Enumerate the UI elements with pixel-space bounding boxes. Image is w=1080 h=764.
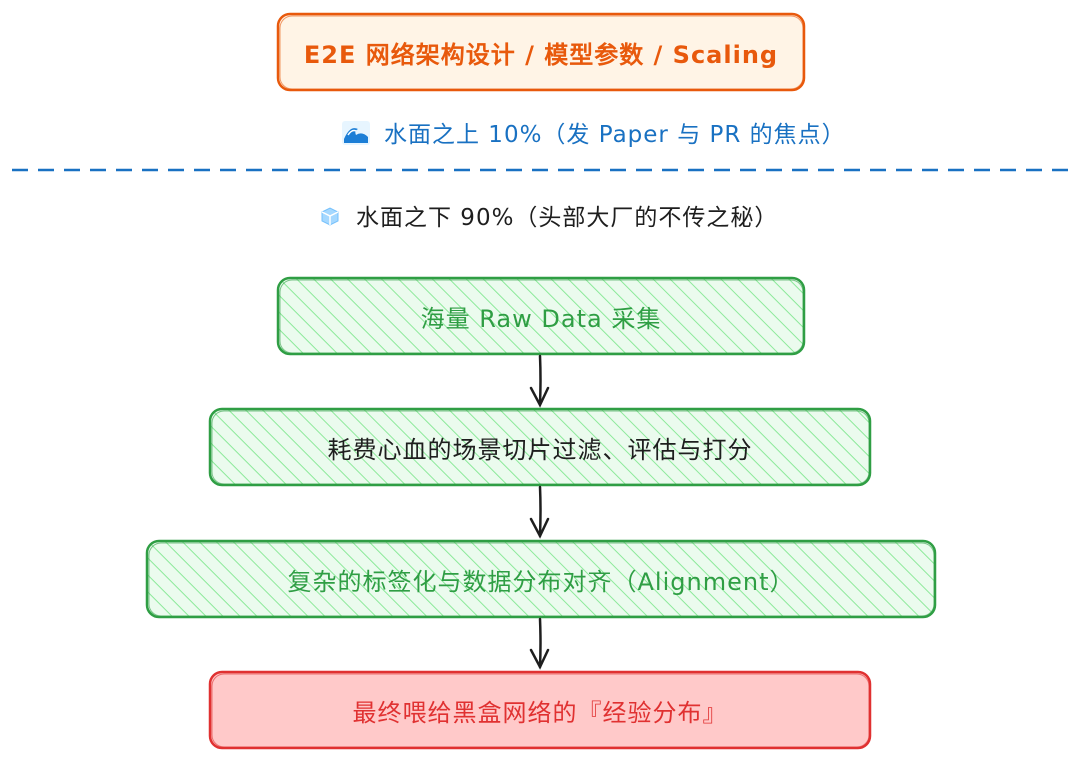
step-experience-distribution-label: 最终喂给黑盒网络的『经验分布』 [352,698,728,727]
waterline [12,168,1070,172]
step-experience-distribution: 最终喂给黑盒网络的『经验分布』 [208,670,872,750]
step-labeling-alignment-frame [145,539,937,619]
step-scene-filter: 耗费心血的场景切片过滤、评估与打分 [208,407,872,487]
ice-cube-icon [318,204,342,234]
top-box-label: E2E 网络架构设计 / 模型参数 / Scaling [303,40,779,69]
below-caption-text: 水面之下 90%（头部大厂的不传之秘） [356,205,779,231]
arrow-2 [529,485,550,539]
step-raw-data-frame [276,276,806,356]
step-scene-filter-label: 耗费心血的场景切片过滤、评估与打分 [327,435,753,464]
above-caption: 水面之上 10%（发 Paper 与 PR 的焦点） [342,115,846,151]
above-caption-text: 水面之上 10%（发 Paper 与 PR 的焦点） [384,122,846,148]
arrow-3 [529,617,550,670]
arrow-1 [529,354,550,408]
step-experience-distribution-frame [208,670,872,750]
step-labeling-alignment: 复杂的标签化与数据分布对齐（Alignment） [145,539,937,619]
step-raw-data: 海量 Raw Data 采集 [276,276,806,356]
below-caption: 水面之下 90%（头部大厂的不传之秘） [318,198,778,234]
step-raw-data-label: 海量 Raw Data 采集 [420,304,662,333]
step-labeling-alignment-label: 复杂的标签化与数据分布对齐（Alignment） [287,567,795,596]
top-box: E2E 网络架构设计 / 模型参数 / Scaling [276,12,806,92]
step-scene-filter-frame [208,407,872,487]
wave-icon [342,120,370,151]
top-box-frame [276,12,806,92]
